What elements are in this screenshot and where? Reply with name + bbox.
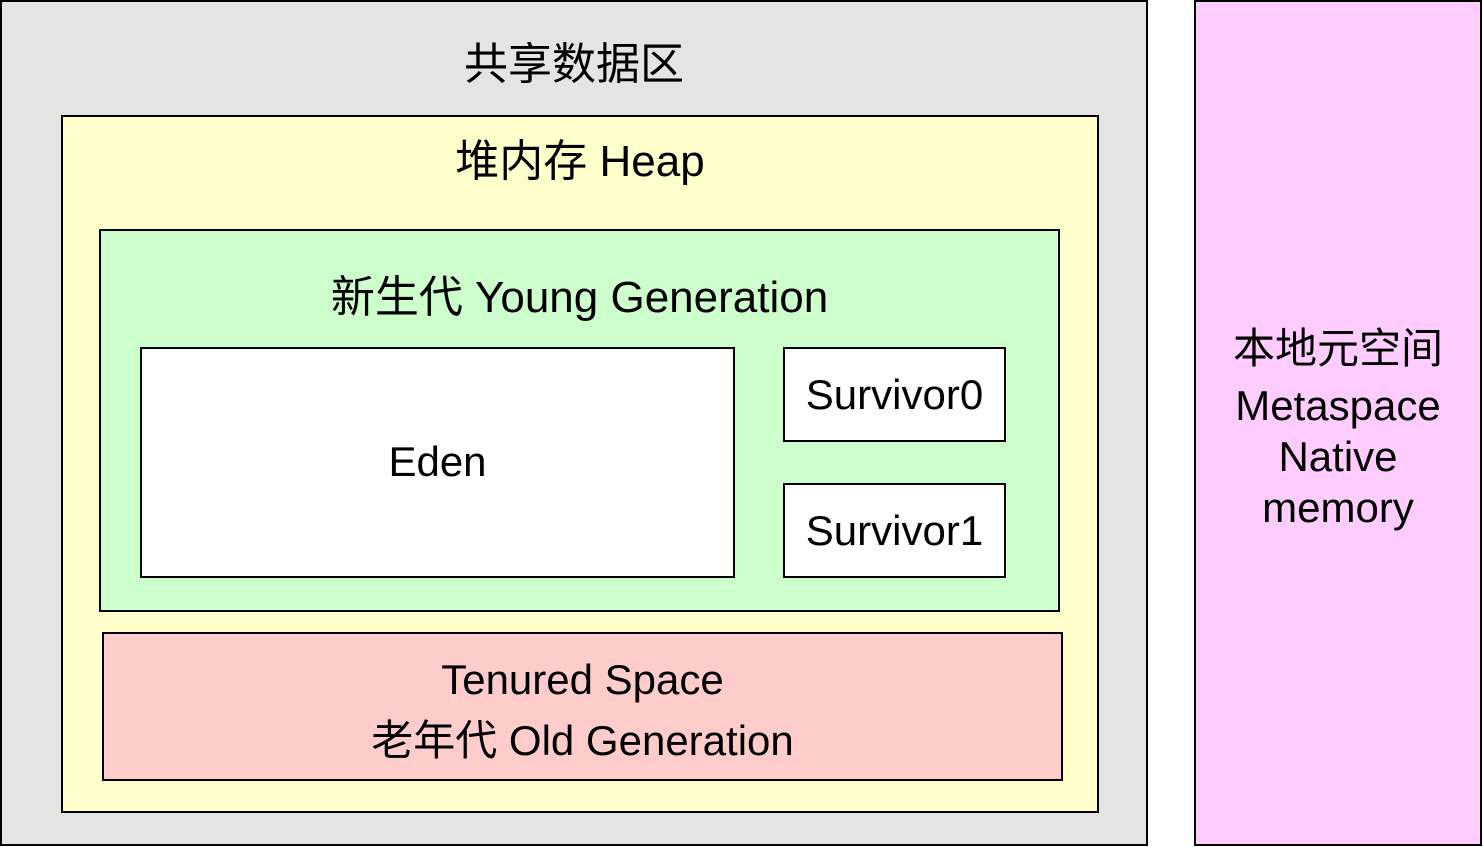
survivor1-label: Survivor1 (805, 507, 984, 554)
metaspace-line3: Native (1278, 433, 1398, 480)
old-generation-line1: Tenured Space (441, 656, 724, 703)
old-generation-line2: 老年代 Old Generation (371, 717, 794, 764)
old-generation-area: Tenured Space 老年代 Old Generation (102, 632, 1063, 781)
survivor1-space: Survivor1 (783, 483, 1006, 578)
metaspace-line2: Metaspace (1235, 382, 1441, 429)
survivor0-space: Survivor0 (783, 347, 1006, 442)
survivor0-label: Survivor0 (805, 371, 984, 418)
metaspace-line4: memory (1262, 484, 1414, 531)
metaspace-area: 本地元空间 Metaspace Native memory (1194, 0, 1482, 846)
young-generation-title: 新生代 Young Generation (330, 273, 829, 322)
heap-title: 堆内存 Heap (455, 137, 705, 186)
eden-label: Eden (388, 438, 487, 485)
metaspace-line1: 本地元空间 (1232, 325, 1443, 372)
eden-space: Eden (140, 347, 735, 578)
shared-data-area-title: 共享数据区 (464, 40, 684, 89)
